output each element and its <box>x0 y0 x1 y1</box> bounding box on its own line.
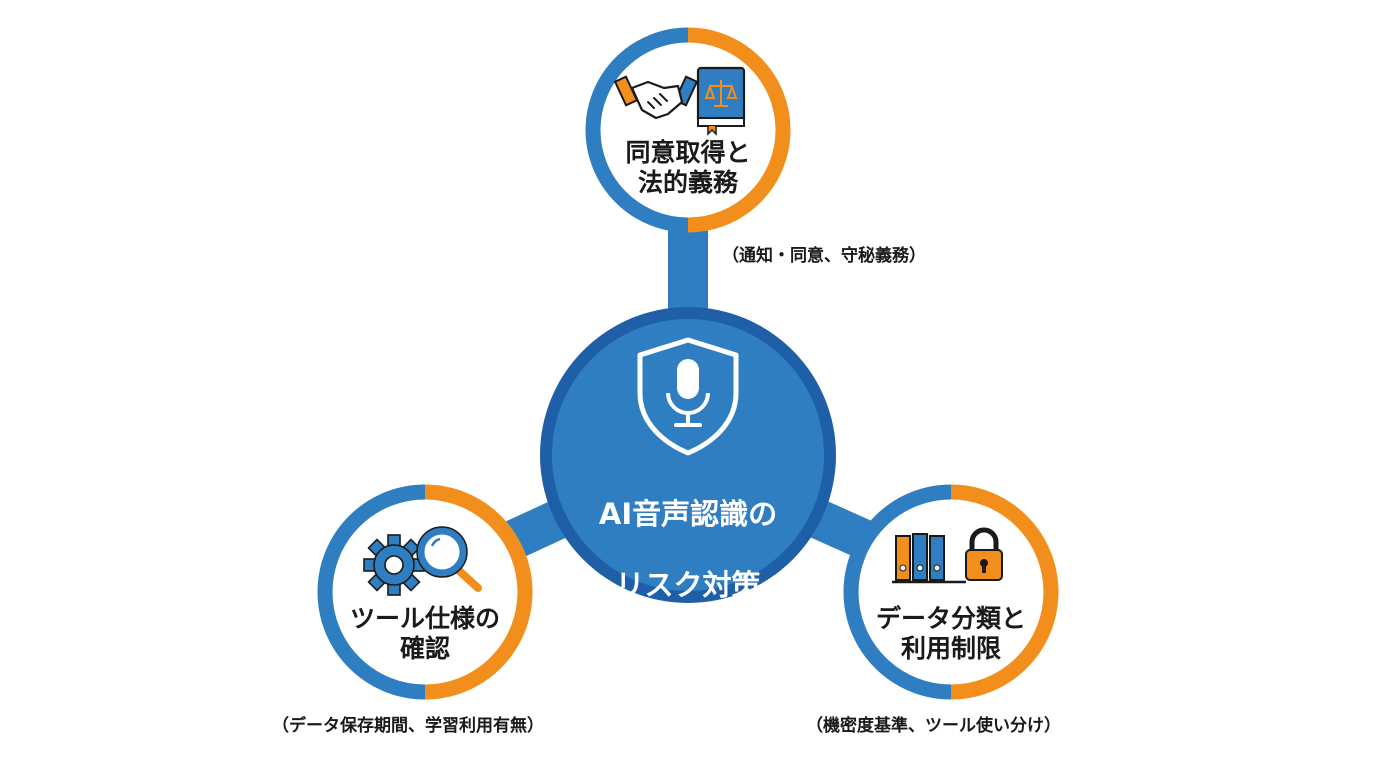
node-top-note: （通知・同意、守秘義務） <box>722 246 926 266</box>
node-right-ring-orange <box>950 484 1059 700</box>
node-right <box>843 484 1059 700</box>
law-book-icon <box>696 66 746 136</box>
node-right-ring-blue <box>843 484 952 700</box>
node-top-ring-orange <box>687 27 791 233</box>
center-title-line2: リスク対策 <box>615 568 761 603</box>
center-node <box>540 307 836 603</box>
padlock-icon <box>965 527 1003 581</box>
binders-icon <box>892 533 966 584</box>
node-top <box>585 27 791 233</box>
center-title: AI音声認識の リスク対策 <box>573 462 803 639</box>
node-top-ring-blue <box>585 27 689 233</box>
node-left-ring-orange <box>424 484 533 700</box>
handshake-icon <box>613 75 699 120</box>
node-right-title: データ分類と 利用制限 <box>875 604 1026 663</box>
node-top-title: 同意取得と 法的義務 <box>625 138 751 197</box>
gear-icon <box>363 534 425 596</box>
node-left-ring-blue <box>317 484 426 700</box>
center-title-line1: AI音声認識の <box>598 497 778 532</box>
node-left <box>317 484 533 700</box>
connector-top <box>668 225 708 315</box>
microphone-shield-icon <box>637 337 739 456</box>
node-right-note: （機密度基準、ツール使い分け） <box>806 716 1061 736</box>
node-left-note: （データ保存期間、学習利用有無） <box>272 716 544 736</box>
node-left-title: ツール仕様の 確認 <box>349 604 500 663</box>
magnifier-icon <box>416 526 482 592</box>
